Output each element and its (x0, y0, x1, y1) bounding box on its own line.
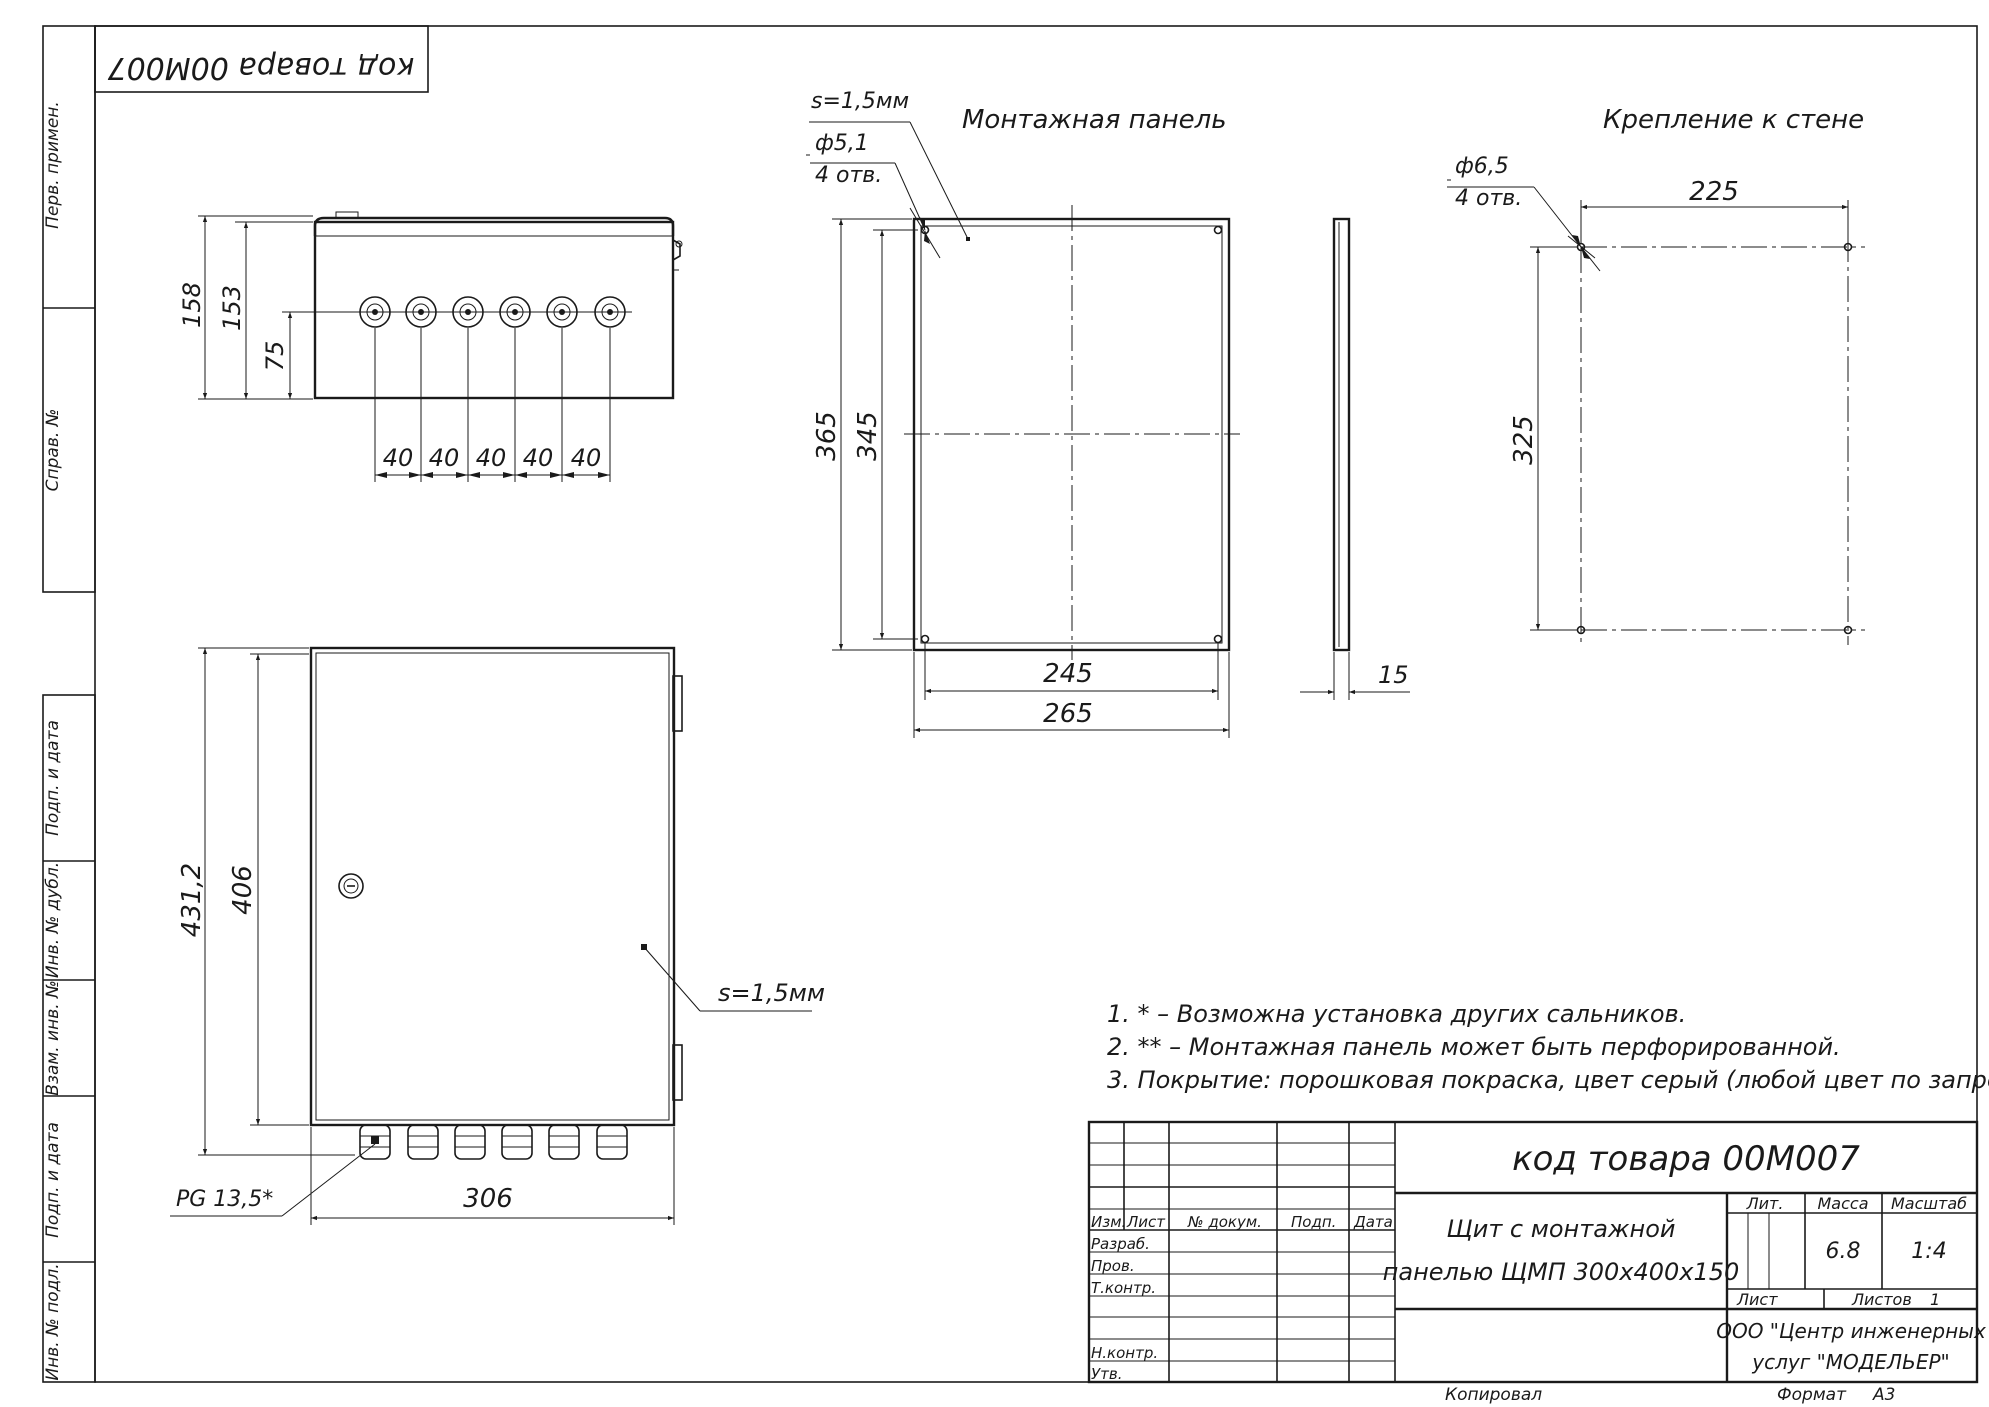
side-label-sprav: Справ. № (43, 409, 63, 492)
dim-365: 365 (812, 411, 842, 461)
tb-row-tkontr: Т.контр. (1091, 1279, 1156, 1297)
mounting-panel-view: Монтажная панель s=1,5мм ф5,1 4 отв. 365… (806, 89, 1240, 738)
tb-row-nkontr: Н.контр. (1091, 1344, 1158, 1362)
dim-431-2: 431,2 (177, 863, 207, 937)
wall-hole-icon (1843, 242, 1853, 252)
dim-325: 325 (1509, 415, 1539, 465)
tb-company-2: услуг "МОДЕЛЬЕР" (1751, 1350, 1949, 1374)
dim-345: 345 (853, 411, 883, 461)
dim-40-1: 40 (383, 444, 414, 472)
top-stamp: код товара 00M007 (94, 25, 429, 93)
wall-hole-count: 4 отв. (1455, 186, 1522, 211)
tb-code: код товара 00M007 (1512, 1139, 1860, 1179)
side-strip-top (42, 25, 96, 593)
gland-icon (454, 1124, 486, 1160)
dim-406: 406 (228, 865, 258, 915)
format-value: А3 (1872, 1385, 1895, 1405)
note-2: 2. ** – Монтажная панель может быть перф… (1107, 1033, 1841, 1061)
sheet-frame (42, 25, 1978, 1383)
dim-153: 153 (218, 285, 246, 331)
side-label-inv-dubl: Инв. № дубл. (43, 862, 63, 978)
panel-title: Монтажная панель (962, 105, 1227, 135)
dim-245: 245 (1043, 659, 1093, 689)
top-stamp-text: код товара 00M007 (108, 50, 415, 85)
tb-lit: Лит. (1746, 1194, 1784, 1213)
hinge-icon (672, 1044, 683, 1101)
tb-mass: 6.8 (1826, 1239, 1861, 1264)
side-view-body (313, 220, 675, 400)
tb-row-prov: Пров. (1091, 1257, 1135, 1275)
gland-icon (596, 1124, 628, 1160)
side-labels: Перв. примен. Справ. № Подп. и дата Инв.… (43, 101, 63, 1380)
side-view: 158 153 75 40 40 40 40 40 (178, 211, 683, 482)
wall-mounting-view: Крепление к стене ф6,5 4 отв. 225 325 (1447, 105, 1865, 645)
tb-col-doc: № докум. (1187, 1213, 1262, 1231)
gland-pg-label: PG 13,5* (176, 1187, 273, 1212)
tb-col-list: Лист (1126, 1213, 1166, 1231)
tb-name-2: панелью ЩМП 300х400х150 (1383, 1258, 1740, 1286)
front-thickness-label: s=1,5мм (718, 979, 825, 1007)
wall-title: Крепление к стене (1603, 105, 1864, 135)
gland-icon (407, 1124, 439, 1160)
tb-company-1: ООО "Центр инженерных (1716, 1319, 1986, 1343)
tb-col-podp: Подп. (1291, 1213, 1336, 1231)
gland-icon (548, 1124, 580, 1160)
dim-15: 15 (1378, 661, 1409, 689)
dim-306: 306 (463, 1184, 513, 1214)
hinge-icon (672, 675, 683, 732)
format-label: Формат (1777, 1385, 1847, 1405)
tb-name-1: Щит с монтажной (1446, 1215, 1675, 1243)
tb-col-date: Дата (1353, 1213, 1393, 1231)
dim-225: 225 (1689, 177, 1739, 207)
door-lock-icon (338, 873, 364, 899)
mounting-hole-icon (1213, 634, 1223, 644)
side-label-podp-1: Подп. и дата (43, 720, 63, 836)
wall-hole-icon (1843, 625, 1853, 635)
side-label-podp-2: Подп. и дата (43, 1122, 63, 1238)
tb-mass-label: Масса (1817, 1194, 1868, 1213)
wall-hole-icon (1576, 242, 1586, 252)
bottom-gland-row (359, 1124, 628, 1160)
wall-hole-icon (1576, 625, 1586, 635)
dim-40-4: 40 (523, 444, 554, 472)
side-strip-bottom (42, 694, 96, 1383)
dim-265: 265 (1043, 699, 1093, 729)
panel-hole-dia: ф5,1 (815, 131, 869, 156)
tb-col-izm: Изм. (1091, 1213, 1126, 1231)
dim-40-2: 40 (429, 444, 460, 472)
title-block: Изм. Лист № докум. Подп. Дата Разраб. Пр… (1087, 1120, 1986, 1384)
panel-edge-view: 15 (1300, 217, 1410, 700)
front-view: s=1,5мм PG 13,5* 431,2 406 306 (170, 646, 825, 1225)
side-label-vzam: Взам. инв. № (43, 980, 63, 1095)
tb-row-razrab: Разраб. (1091, 1235, 1150, 1253)
tb-scale-label: Масштаб (1891, 1194, 1967, 1213)
note-1: 1. * – Возможна установка других сальник… (1107, 1000, 1686, 1028)
copied-label: Копировал (1445, 1385, 1542, 1405)
dim-40-5: 40 (571, 444, 602, 472)
tb-row-utv: Утв. (1091, 1365, 1123, 1383)
mounting-hole-icon (920, 634, 930, 644)
note-3: 3. Покрытие: порошковая покраска, цвет с… (1107, 1066, 1989, 1094)
tb-scale: 1:4 (1911, 1239, 1946, 1264)
panel-edge-outline (1332, 217, 1351, 652)
dim-158: 158 (178, 282, 206, 328)
wall-hole-dia: ф6,5 (1455, 154, 1509, 179)
panel-thickness-label: s=1,5мм (811, 89, 909, 114)
tb-sheets: 1 (1930, 1290, 1940, 1309)
tb-sheet-label: Лист (1736, 1290, 1778, 1309)
front-view-door (309, 646, 676, 1127)
mounting-hole-icon (1213, 225, 1223, 235)
dim-75: 75 (261, 341, 289, 372)
panel-hole-count: 4 отв. (815, 163, 882, 188)
technical-notes: 1. * – Возможна установка других сальник… (1107, 1000, 1989, 1094)
dim-40-3: 40 (476, 444, 507, 472)
side-label-inv-podl: Инв. № подл. (43, 1263, 63, 1380)
tb-sheets-label: Листов (1851, 1290, 1912, 1309)
side-label-perv: Перв. примен. (43, 101, 63, 229)
gland-icon (501, 1124, 533, 1160)
